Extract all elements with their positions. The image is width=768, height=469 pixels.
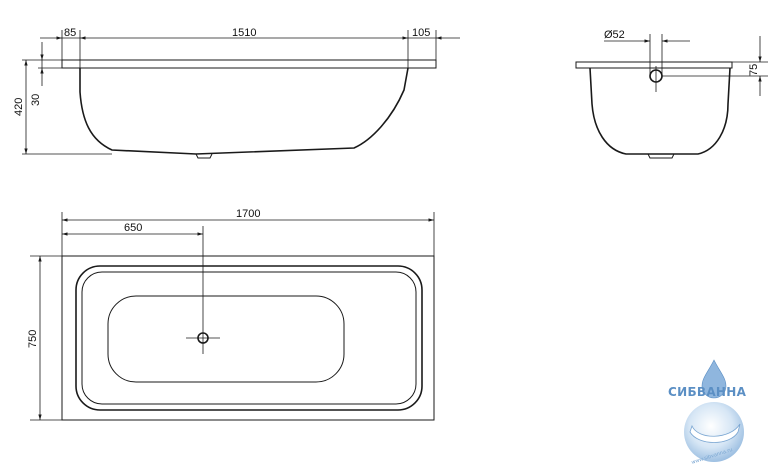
logo-bathtub-icon xyxy=(689,423,741,443)
dim-750: 750 xyxy=(27,330,39,348)
dim-drain-offset: 75 xyxy=(748,64,760,76)
plan-view-outline xyxy=(61,255,435,421)
side-view: 85 1510 105 420 30 xyxy=(13,27,460,159)
side-view-body xyxy=(79,67,409,155)
logo-globe-icon xyxy=(684,402,744,462)
logo-drop-icon xyxy=(701,359,727,399)
plan-view-inner-rim xyxy=(81,271,417,405)
end-view-rim xyxy=(575,61,733,69)
plan-view: 1700 650 750 xyxy=(27,208,435,421)
dim-105: 105 xyxy=(412,27,430,39)
plan-view-basin xyxy=(107,295,345,383)
dim-420: 420 xyxy=(13,98,25,116)
dim-650: 650 xyxy=(124,222,142,234)
side-view-rim xyxy=(61,59,437,69)
plan-view-rim xyxy=(75,265,423,411)
end-view-body xyxy=(589,67,731,155)
dim-85: 85 xyxy=(64,27,76,39)
side-view-foot xyxy=(195,153,213,159)
dim-drain-diameter: Ø52 xyxy=(604,29,625,41)
logo-name: СИБВАННА xyxy=(668,385,747,399)
sibvanna-logo: СИБВАННА www.sibvanna.ru xyxy=(668,359,747,466)
dim-1700: 1700 xyxy=(236,208,260,220)
dim-30: 30 xyxy=(30,94,42,106)
dim-1510: 1510 xyxy=(232,27,256,39)
end-view: Ø52 75 xyxy=(575,29,768,159)
